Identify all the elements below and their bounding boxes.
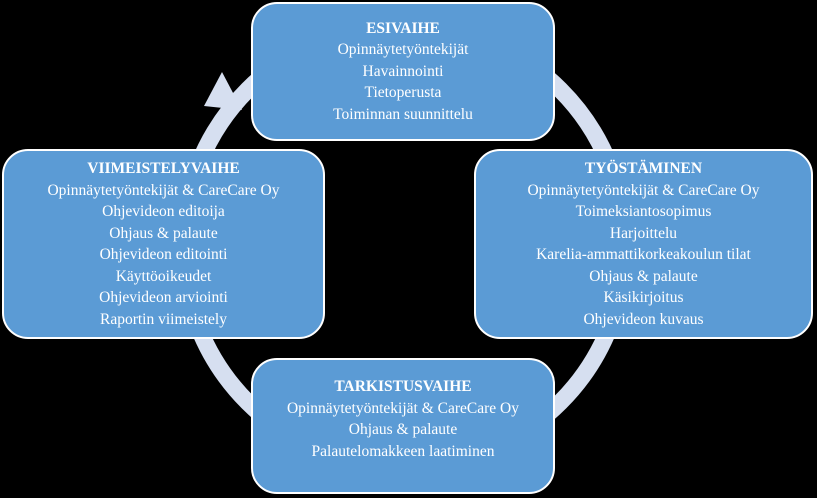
phase-item: Harjoittelu [609,224,678,242]
phase-item: Opinnäytetyöntekijät & CareCare Oy [47,181,280,199]
phase-title: VIIMEISTELYVAIHE [87,160,240,177]
phase-item: Ohjevideon arviointi [99,289,228,306]
phase-item: Käyttöoikeudet [115,267,212,285]
phase-item: Raportin viimeistely [99,310,227,328]
phase-items: Opinnäytetyöntekijät & CareCare Oy Ohjevi… [47,180,279,331]
phase-item: Ohjaus & palaute [348,421,458,438]
phase-item: Tietoperusta [364,84,442,102]
phase-item: Opinnäytetyöntekijät & CareCare Oy [527,181,760,199]
phase-item: Käsikirjoitus [603,289,684,306]
phase-item: Opinnäytetyöntekijät & CareCare Oy [286,399,519,417]
phase-item: Karelia-ammattikorkeakoulun tilat [536,246,751,263]
phase-item: Ohjevideon editointi [99,246,228,263]
phase-item: Ohjaus & palaute [109,224,218,242]
phase-item: Ohjevideon editoija [102,203,225,220]
cycle-arrowhead [204,72,242,110]
phase-title: TARKISTUSVAIHE [334,378,472,395]
phase-box-tarkistusvaihe: TARKISTUSVAIHE Opinnäytetyöntekijät & Ca… [251,358,555,494]
phase-items: Opinnäytetyöntekijät & CareCare Oy Toimek… [527,180,759,331]
phase-item: Toiminnan suunnittelu [333,105,473,123]
phase-item: Opinnäytetyöntekijät [337,41,469,59]
phase-item: Ohjevideon kuvaus [583,310,704,328]
phase-box-viimeistelyvaihe: VIIMEISTELYVAIHE Opinnäytetyöntekijät & … [2,149,325,339]
phase-items: Opinnäytetyöntekijät & CareCare Oy Ohjaus… [287,398,519,463]
phase-title: ESIVAIHE [366,19,440,37]
phase-item: Palautelomakkeen laatiminen [311,442,495,460]
phase-item: Toimeksiantosopimus [575,203,712,220]
phase-item: Havainnointi [362,62,444,80]
phase-title: TYÖSTÄMINEN [584,160,703,177]
phase-item: Ohjaus & palaute [589,267,698,285]
phase-box-tyostaminen: TYÖSTÄMINEN Opinnäytetyöntekijät & CareC… [474,149,813,339]
